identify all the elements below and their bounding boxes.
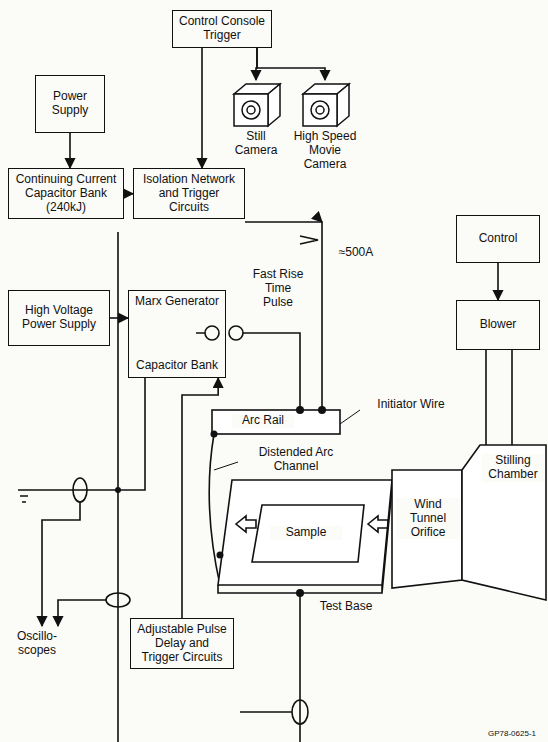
process-box: Power Supply [35,75,105,133]
camera: High Speed Movie Camera [290,80,360,171]
connector-arrow [257,48,325,80]
process-box: Isolation Network and Trigger Circuits [133,168,245,219]
plate-edge [218,480,392,593]
node-text: Isolation Network and Trigger Circuits [138,173,240,214]
blower-duct [486,350,512,445]
part-label: Sample [270,526,342,540]
part-label: Oscillo- scopes [6,630,68,658]
trigger-box: Control Console Trigger [172,10,272,48]
node-text: Continuing Current Capacitor Bank (240kJ… [13,173,119,214]
node-text: Marx Generator [135,295,219,309]
ground-symbol [18,490,30,502]
node-text: Control [479,232,518,246]
flow-arrow [368,516,388,532]
node-text: Blower [480,318,517,332]
sample [252,505,364,562]
connector-arrow [69,133,71,168]
terminal-dot [318,406,326,414]
current-probe [106,593,130,607]
node-text: Control Console Trigger [177,15,267,43]
connector-arrow [182,378,218,618]
probe-lead [42,502,80,626]
node-text: High Voltage Power Supply [13,304,105,332]
process-box: Control [456,215,540,263]
connector-arrow [497,263,499,300]
part-label: Test Base [310,600,382,614]
part-label: Arc Rail [232,414,294,428]
process-box: Continuing Current Capacitor Bank (240kJ… [8,168,124,219]
process-box: High Voltage Power Supply [8,290,110,346]
part-label: Wind Tunnel Orifice [396,498,460,539]
stilling-chamber [462,445,546,600]
part-label: ≈500A [330,246,382,260]
leader-line [214,462,238,470]
junction-dot [115,487,121,493]
wind-tunnel-orifice [392,470,462,588]
flow-arrow [236,516,256,532]
terminal-dot [217,552,224,559]
terminal-dot [296,589,304,597]
probe-lead [58,600,106,626]
part-label: Distended Arc Channel [240,446,352,474]
part-label: Stilling Chamber [482,454,544,482]
test-base-wire [299,593,301,742]
spark-gap [205,326,219,340]
sample-plate [218,480,392,585]
arrow-mark [300,236,318,244]
pulse-wire [246,333,300,410]
terminal-dot [211,431,218,438]
node-text: Capacitor Bank [136,359,218,373]
process-box: Blower [456,300,540,350]
part-label: Fast Rise Time Pulse [248,268,308,309]
ground-wire [30,378,145,490]
current-probe [292,700,308,724]
camera-icon [297,80,353,130]
connector-arrow [201,48,203,168]
process-box: Marx GeneratorCapacitor Bank [128,290,226,378]
spark-gap [229,326,243,340]
connector-arrow [110,317,128,319]
part-label: GP78-0625-1 [478,729,546,738]
arc-channel [209,434,220,585]
node-text: Adjustable Pulse Delay and Trigger Circu… [135,623,229,664]
leader-line [340,410,360,424]
terminal-dot [296,406,304,414]
process-box: Adjustable Pulse Delay and Trigger Circu… [130,618,234,669]
node-text: Power Supply [40,90,100,118]
current-wire [245,222,322,410]
camera-icon [228,80,284,130]
node-text: High Speed Movie Camera [290,130,360,171]
current-probe [73,478,87,502]
probe-lead [240,711,292,713]
spark-gap-lead [196,332,246,334]
part-label: Initiator Wire [362,398,460,412]
node-text: Still Camera [226,130,286,158]
connector-arrow [124,193,133,195]
camera: Still Camera [226,80,286,158]
